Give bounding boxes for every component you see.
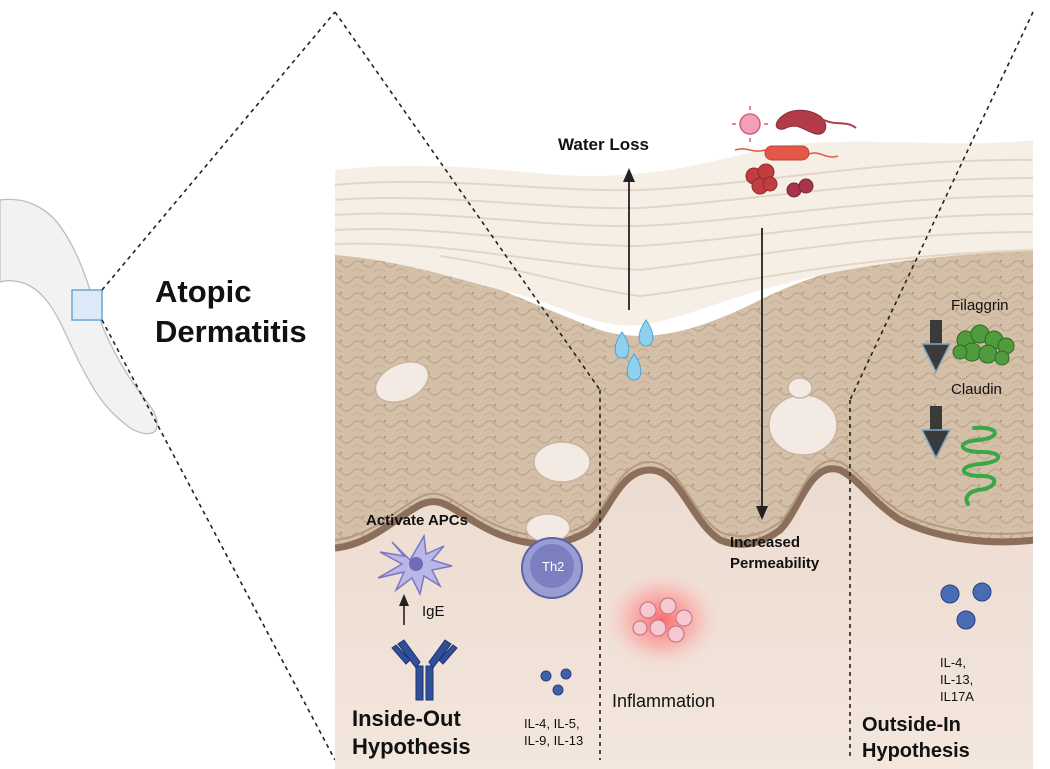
th2-cell-icon [521, 537, 583, 599]
outside-in-line2: Hypothesis [862, 740, 970, 762]
permeability-arrow [756, 228, 768, 520]
zoom-lines [101, 11, 336, 761]
cytokines-right-line1: IL-4, [940, 655, 967, 670]
activate-apcs-label: Activate APCs [366, 512, 468, 529]
claudin-label: Claudin [951, 381, 1002, 398]
ige-label: IgE [422, 603, 445, 620]
arm-icon [0, 198, 158, 435]
cytokine-icon [540, 668, 572, 696]
claudin-down-arrow [920, 406, 952, 460]
th2-label: Th2 [542, 559, 565, 574]
ige-arrow [399, 594, 409, 625]
inflammation-label: Inflammation [612, 691, 716, 711]
filaggrin-down-arrow [920, 320, 952, 374]
cytokines-right-line2: IL-13, [940, 672, 974, 687]
skin-zoom-square [71, 289, 103, 321]
inflammation-icon [632, 597, 693, 643]
filaggrin-label: Filaggrin [951, 297, 1009, 314]
apc-cell-icon [377, 533, 453, 597]
antibody-icon [391, 639, 458, 701]
skin-cross-section [335, 140, 1033, 769]
cytokines-right-line3: IL17A [940, 689, 974, 704]
claudin-icon [960, 425, 1001, 506]
bacteria-icon [732, 106, 857, 198]
water-loss-arrow [623, 168, 635, 310]
inside-out-line1: Inside-Out [352, 706, 461, 731]
permeability-label: Permeability [730, 555, 820, 572]
increased-label: Increased [730, 534, 801, 551]
title-line2: Dermatitis [155, 314, 307, 349]
title-line1: Atopic [155, 274, 252, 309]
outside-in-line1: Outside-In [862, 714, 961, 736]
section-dividers [334, 11, 1034, 760]
cytokine-icon [940, 582, 992, 630]
cytokines-left-line2: IL-9, IL-13 [524, 733, 584, 748]
inside-out-line2: Hypothesis [352, 734, 471, 759]
filaggrin-icon [952, 324, 1015, 366]
water-drops-icon [614, 319, 654, 381]
water-loss-label: Water Loss [558, 135, 650, 154]
cytokines-left-line1: IL-4, IL-5, [524, 716, 580, 731]
